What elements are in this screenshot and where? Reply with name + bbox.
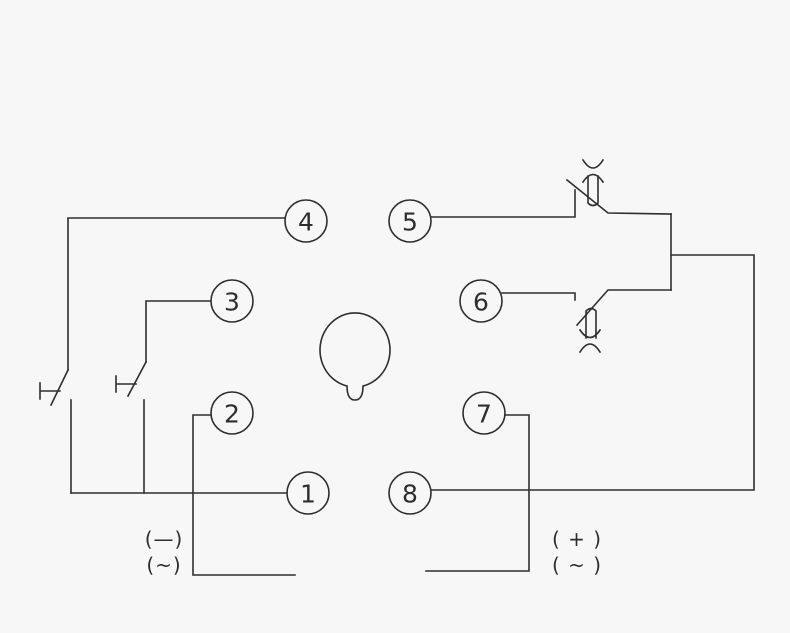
delay-symbol-upper-icon [581,158,605,207]
wire-pin5-contact [429,189,576,218]
wire-pin6-contact [501,292,576,301]
pin-label: 5 [402,208,418,237]
pin-circle [462,391,506,435]
wire-pin8-to-contacts [429,254,755,491]
polarity-left: (—) (~) [145,527,184,577]
push-button-icon [39,382,61,400]
push-button-switch-pin4 [39,217,287,494]
pin-3: 3 [210,279,254,323]
pin-label: 6 [473,288,489,317]
pin-label: 3 [224,288,240,317]
delay-symbol-lower-icon [578,307,602,354]
pin-label: 8 [402,480,418,509]
pin-label: 2 [224,400,240,429]
pin-circle [210,391,254,435]
pin-circle [459,279,503,323]
polarity-right: ( + ) ( ~ ) [552,527,602,577]
pin-4: 4 [284,199,328,243]
polarity-left-dc: (—) [145,527,184,551]
pin-7: 7 [462,391,506,435]
polarity-right-ac: ( ~ ) [552,553,602,577]
pin-6: 6 [459,279,503,323]
pin-circle [284,199,328,243]
polarity-left-ac: (~) [146,553,181,577]
pin-8: 8 [388,471,432,515]
pin-circle [210,279,254,323]
contact-lower-blade [575,289,672,327]
pin-circle [388,471,432,515]
pin-2: 2 [210,391,254,435]
pin-5: 5 [388,199,432,243]
wire-pin4-to-switch [67,217,287,371]
wire-pin2-supply [192,414,296,576]
switch-lever [49,368,70,407]
polarity-right-dc: ( + ) [552,527,602,551]
switch-lever [126,360,148,398]
push-button-icon [115,375,137,393]
push-button-switch-pin3 [115,300,213,494]
pin-label: 4 [298,208,314,237]
wire-pin7-supply [425,414,530,572]
socket-key-icon [319,312,391,401]
pin-circle [388,199,432,243]
pin-circle [286,471,330,515]
delay-contacts [429,158,672,354]
pin-label: 7 [476,400,492,429]
wire-pin3-to-switch [145,300,213,363]
contact-upper-blade [565,178,672,215]
pin-1: 1 [286,471,330,515]
pin-label: 1 [300,480,316,509]
